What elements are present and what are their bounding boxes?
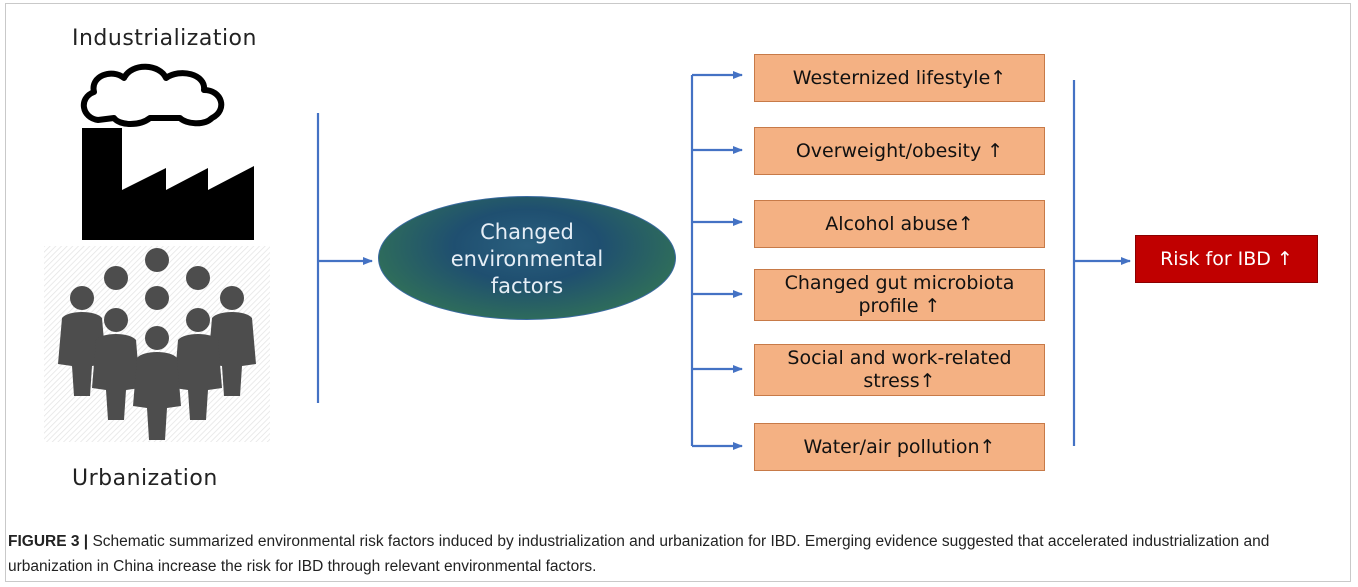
factor-overweight-obesity: Overweight/obesity ↑ [754,127,1045,175]
urbanization-label: Urbanization [72,466,218,491]
hub-line-2: environmental [450,247,604,271]
factor-6-text: Water/air pollution↑ [803,435,996,458]
factor-1-text: Westernized lifestyle↑ [792,66,1007,89]
figure-frame [5,3,1351,582]
factor-alcohol-abuse: Alcohol abuse↑ [754,200,1045,248]
factor-5-line-2: stress↑ [863,370,936,392]
factor-4-line-2: profile ↑ [858,295,941,317]
industrialization-label: Industrialization [72,26,257,51]
factor-2-text: Overweight/obesity ↑ [795,139,1004,162]
caption-text: Schematic summarized environmental risk … [8,533,1270,575]
factor-water-air-pollution: Water/air pollution↑ [754,423,1045,471]
figure-caption: FIGURE 3 | Schematic summarized environm… [8,529,1348,579]
risk-for-ibd-node: Risk for IBD ↑ [1135,235,1318,283]
factory-icon [81,63,254,240]
hub-line-3: factors [490,274,564,298]
factor-social-work-stress: Social and work-related stress↑ [754,344,1045,396]
factor-gut-microbiota: Changed gut microbiota profile ↑ [754,269,1045,321]
hub-line-1: Changed [480,220,574,244]
factor-3-text: Alcohol abuse↑ [825,212,974,235]
factor-5-line-1: Social and work-related [787,347,1012,369]
caption-label: FIGURE 3 | [8,533,89,550]
crowd-icon [44,246,270,442]
factor-4-line-1: Changed gut microbiota [784,272,1015,294]
changed-environmental-factors-node: Changed environmental factors [378,196,676,320]
factor-westernized-lifestyle: Westernized lifestyle↑ [754,54,1045,102]
